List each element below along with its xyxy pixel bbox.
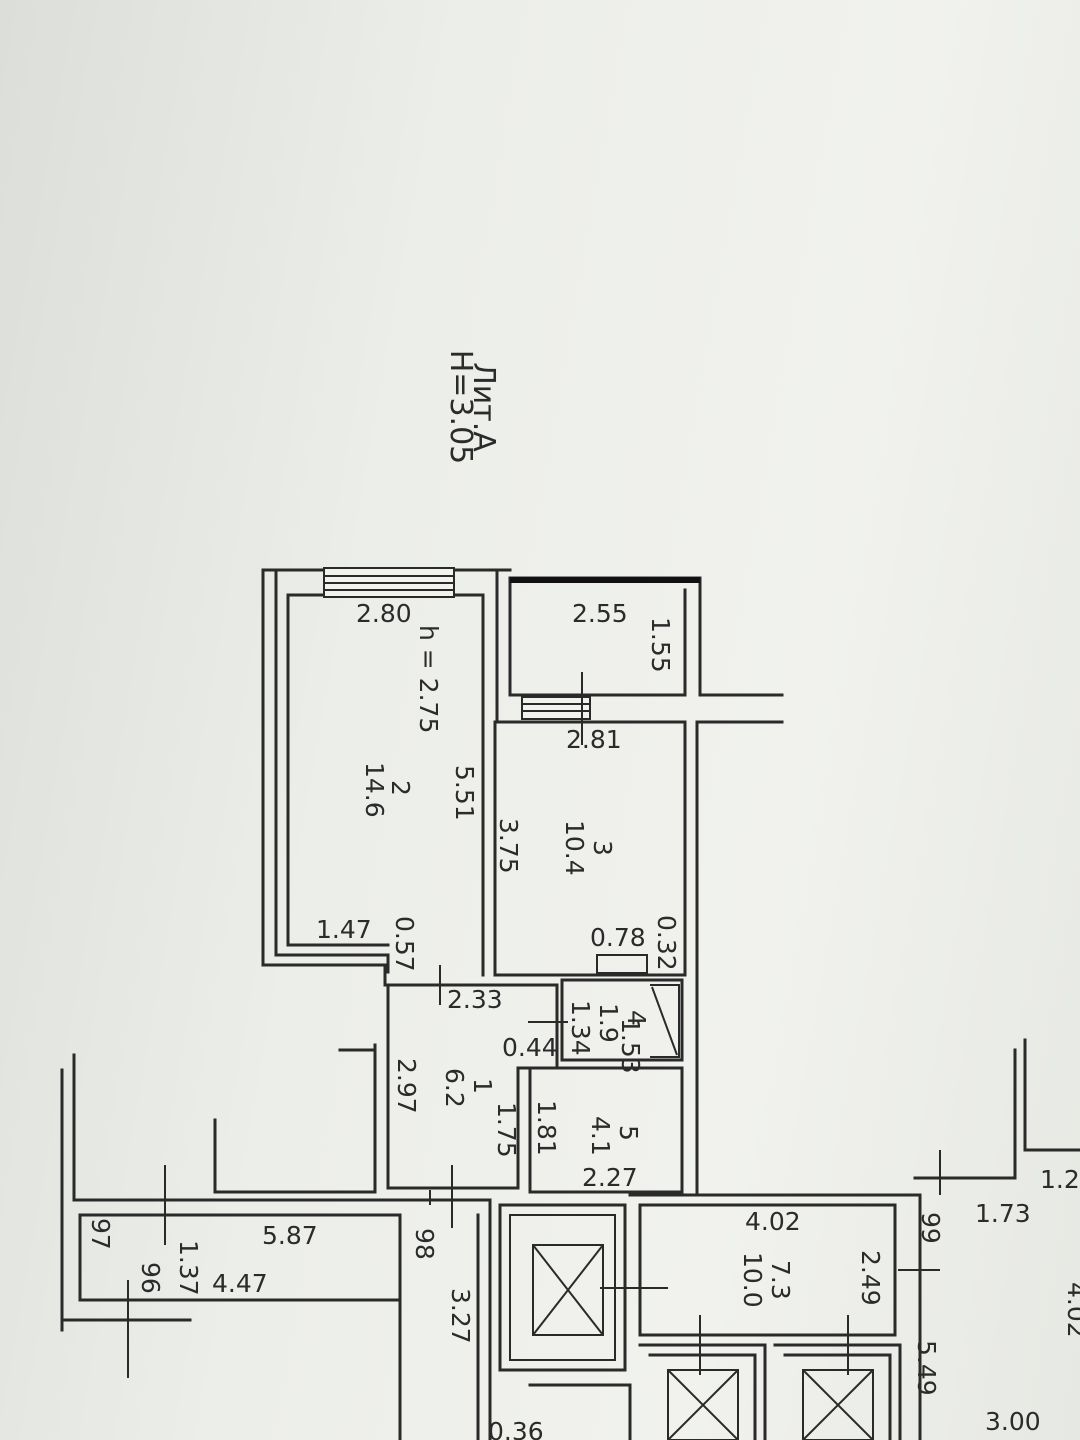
dim-0.36: 0.36 — [488, 1417, 544, 1440]
room-3-number: 3 — [588, 840, 617, 856]
room-height: h = 2.75 — [414, 625, 443, 733]
dim-97: 97 — [86, 1218, 115, 1250]
room-1-area: 6.2 — [440, 1068, 469, 1108]
balcony-door — [521, 696, 591, 720]
dim-2.49: 2.49 — [856, 1250, 885, 1306]
dim-4.02-right: 4.02 — [1062, 1282, 1080, 1338]
dim-5.87: 5.87 — [262, 1221, 318, 1250]
dim-98: 98 — [410, 1228, 439, 1260]
dim-3.00: 3.00 — [985, 1407, 1041, 1436]
dim-99: 99 — [916, 1212, 945, 1244]
dim-1.81: 1.81 — [532, 1100, 561, 1156]
dim-3.27: 3.27 — [446, 1288, 475, 1344]
header-line2: Н=3.05 — [443, 350, 478, 465]
dim-1.47: 1.47 — [316, 915, 372, 944]
window-room-3-small — [596, 954, 648, 974]
dimension-ticks — [127, 672, 941, 1378]
dim-4.47: 4.47 — [212, 1269, 268, 1298]
dim-0.57: 0.57 — [390, 916, 419, 972]
dim-1.37: 1.37 — [174, 1240, 203, 1296]
room-5-area: 4.1 — [586, 1116, 615, 1156]
header-line1: Лит.А — [466, 362, 501, 452]
header-height: Н=3.05 — [443, 350, 478, 465]
room-1-number: 1 — [468, 1078, 497, 1094]
dim-96: 96 — [136, 1262, 165, 1294]
dim-0.32: 0.32 — [652, 915, 681, 971]
dim-2.80: 2.80 — [356, 599, 412, 628]
room-2-area: 14.6 — [360, 762, 389, 818]
walls — [60, 568, 1080, 1440]
dim-0.78: 0.78 — [590, 923, 646, 952]
dim-1.55: 1.55 — [646, 617, 675, 673]
room-4-area: 1.9 — [594, 1003, 623, 1043]
dim-1.53: 1.53 — [616, 1018, 645, 1074]
dim-2.81: 2.81 — [566, 725, 622, 754]
dim-5.51: 5.51 — [450, 765, 479, 821]
room-5-number: 5 — [614, 1125, 643, 1141]
header-lit: Лит.А — [466, 362, 501, 452]
dim-4.02: 4.02 — [745, 1207, 801, 1236]
room-7-3-number: 7.3 — [766, 1260, 795, 1300]
room-2-number: 2 — [386, 780, 415, 796]
dim-2.33: 2.33 — [447, 985, 503, 1014]
lift-shaft-icon — [532, 1244, 604, 1336]
dim-1.75: 1.75 — [492, 1102, 521, 1158]
room-7-3-area: 10.0 — [738, 1252, 767, 1308]
window-room-2 — [323, 567, 455, 598]
dim-1.73: 1.73 — [975, 1199, 1031, 1228]
dim-0.44: 0.44 — [502, 1033, 558, 1062]
dim-2.97: 2.97 — [392, 1058, 421, 1114]
dim-5.49: 5.49 — [912, 1340, 941, 1396]
room-4-number: 4 — [622, 1010, 651, 1026]
dim-2.27: 2.27 — [582, 1163, 638, 1192]
dim-2.55: 2.55 — [572, 599, 628, 628]
dim-1.25: 1.25 — [1040, 1165, 1080, 1194]
lift-shaft-icon — [802, 1369, 874, 1440]
dim-1.34: 1.34 — [566, 1000, 595, 1056]
dim-3.75: 3.75 — [494, 818, 523, 874]
room-3-area: 10.4 — [560, 820, 589, 876]
lift-shaft-icon — [667, 1369, 739, 1440]
